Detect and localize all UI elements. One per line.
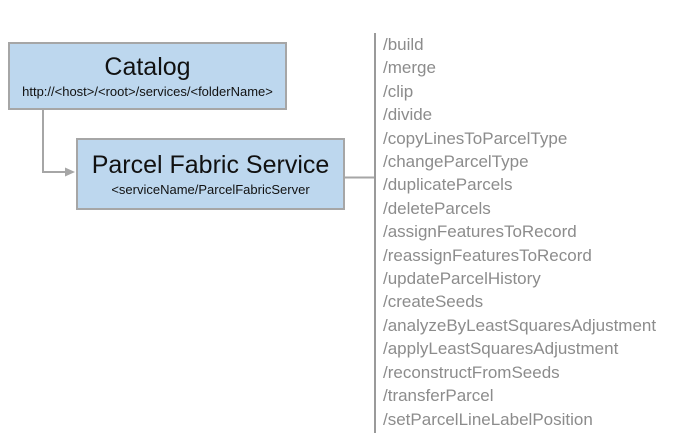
operation-item: /changeParcelType: [383, 152, 529, 172]
parcel-fabric-service-node: Parcel Fabric Service <serviceName/Parce…: [76, 138, 345, 210]
service-title: Parcel Fabric Service: [91, 151, 330, 179]
operation-item: /analyzeByLeastSquaresAdjustment: [383, 315, 657, 335]
operation-item: /updateParcelHistory: [383, 269, 541, 289]
operation-item: /deleteParcels: [383, 198, 491, 218]
operation-item: /applyLeastSquaresAdjustment: [383, 339, 619, 359]
operation-item: /duplicateParcels: [383, 175, 513, 195]
operation-item: /reassignFeaturesToRecord: [383, 245, 592, 265]
catalog-url-pattern: http://<host>/<root>/services/<folderNam…: [22, 84, 273, 99]
service-url-pattern: <serviceName/ParcelFabricServer: [111, 182, 310, 197]
operation-item: /setParcelLineLabelPosition: [383, 409, 593, 429]
operation-item: /build: [383, 35, 424, 54]
catalog-title: Catalog: [104, 53, 191, 81]
operation-item: /divide: [383, 105, 433, 125]
operations-list: /build/merge/clip/divide/copyLinesToParc…: [383, 33, 656, 431]
catalog-node: Catalog http://<host>/<root>/services/<f…: [8, 42, 287, 110]
operation-item: /reconstructFromSeeds: [383, 362, 560, 382]
operation-item: /transferParcel: [383, 386, 494, 406]
operation-item: /merge: [383, 58, 436, 78]
operation-item: /copyLinesToParcelType: [383, 128, 568, 148]
operation-item: /clip: [383, 81, 414, 101]
arrowhead-icon: [65, 167, 75, 177]
catalog-to-service-elbow-connector: [42, 110, 65, 173]
operation-item: /assignFeaturesToRecord: [383, 222, 577, 242]
operation-item: /createSeeds: [383, 292, 484, 312]
